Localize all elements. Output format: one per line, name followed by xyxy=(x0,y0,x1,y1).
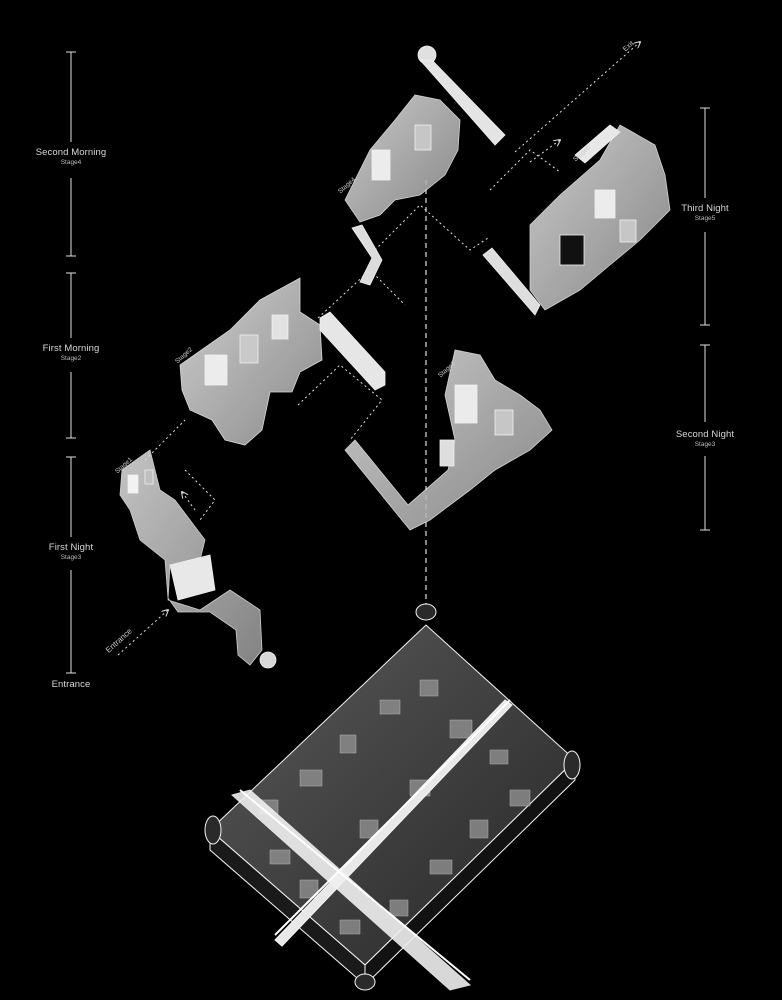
label-first-night: First Night Stage3 xyxy=(22,542,120,561)
label-third-night-stage: Stage5 xyxy=(694,215,716,222)
label-second-morning-stage: Stage4 xyxy=(60,159,82,166)
label-second-night-title: Second Night xyxy=(675,429,735,440)
model-base xyxy=(204,603,581,991)
label-second-night-stage: Stage3 xyxy=(694,441,716,448)
label-first-night-title: First Night xyxy=(48,542,94,553)
label-second-morning-title: Second Morning xyxy=(35,147,107,158)
timeline-right xyxy=(700,107,710,531)
label-first-morning-title: First Morning xyxy=(42,343,100,354)
timeline-left xyxy=(66,51,76,674)
label-second-night: Second Night Stage3 xyxy=(656,429,754,448)
model-stage5 xyxy=(482,124,671,316)
model-stage1 xyxy=(119,449,277,669)
label-first-night-stage: Stage3 xyxy=(60,554,82,561)
label-first-morning-stage: Stage2 xyxy=(60,355,82,362)
label-second-morning: Second Morning Stage4 xyxy=(22,147,120,166)
label-timeline-entrance: Entrance xyxy=(51,679,91,690)
label-first-morning: First Morning Stage2 xyxy=(22,343,120,362)
label-third-night-title: Third Night xyxy=(681,203,729,214)
model-stage3 xyxy=(344,349,553,531)
model-stage2 xyxy=(179,277,386,446)
label-third-night: Third Night Stage5 xyxy=(656,203,754,222)
model-stage4 xyxy=(344,45,506,286)
